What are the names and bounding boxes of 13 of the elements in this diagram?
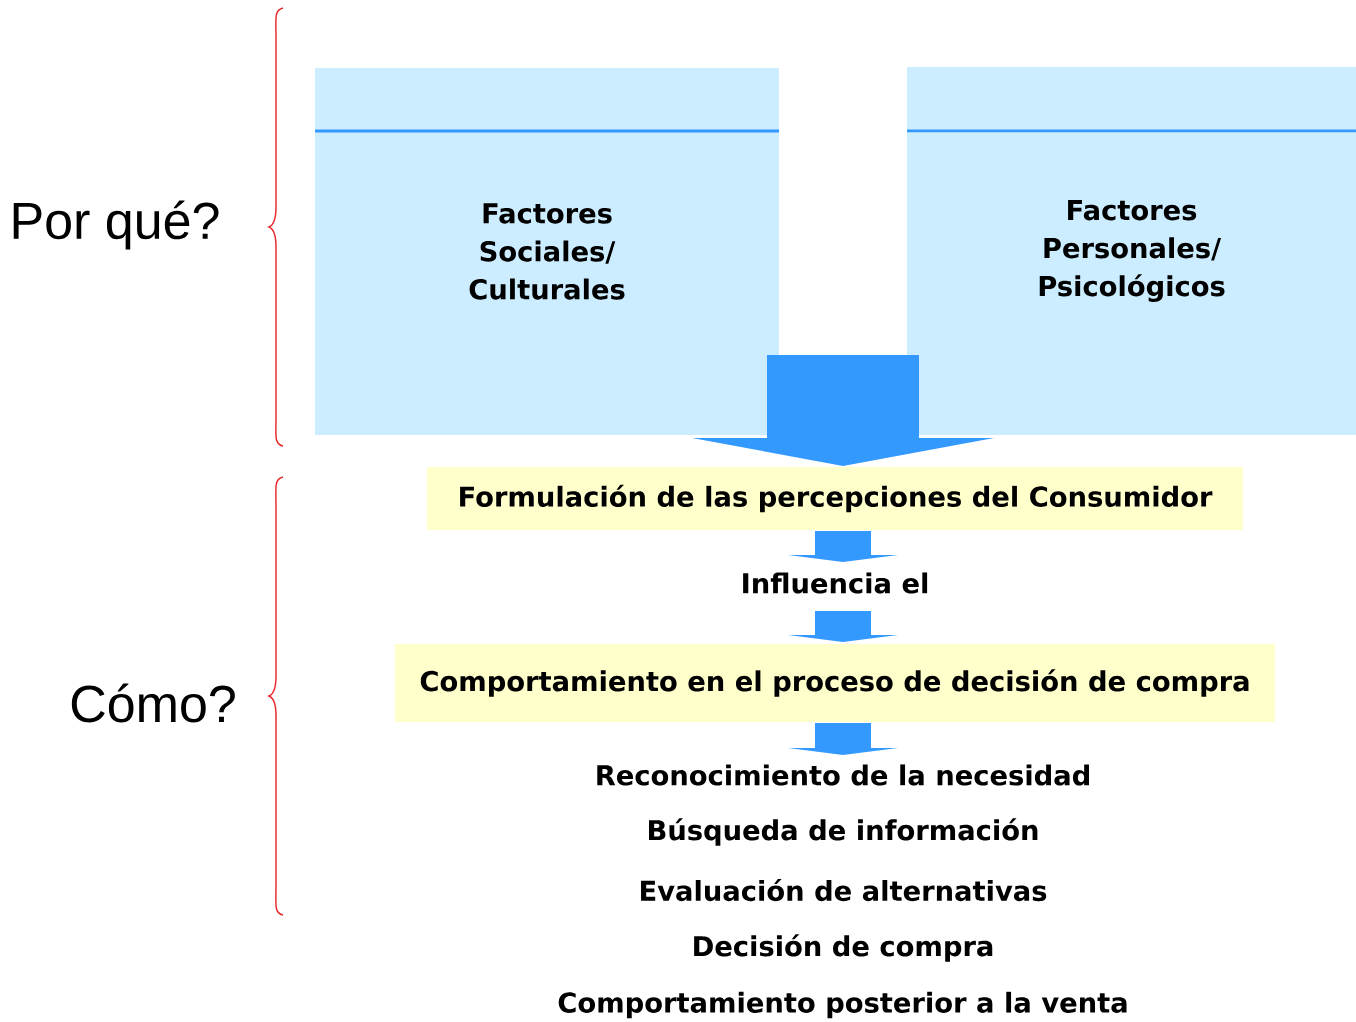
factor-panel: Factores Sociales/ Culturales <box>315 68 779 435</box>
step-text: Influencia el <box>743 572 928 594</box>
step-text: Reconocimiento de la necesidad <box>597 764 1089 786</box>
step-text: Búsqueda de información <box>649 818 1038 846</box>
step-text: Comportamiento posterior a la venta <box>558 991 1127 1019</box>
section-label: Cómo? <box>71 683 235 723</box>
step-text: Decisión de compra <box>694 934 993 962</box>
block-arrow <box>692 355 994 466</box>
step-text: Evaluación de alternativas <box>641 878 1047 902</box>
factor-panel: Factores Personales/ Psicológicos <box>907 67 1356 435</box>
process-band: Comportamiento en el proceso de decisión de compra <box>395 644 1275 722</box>
process-band: Formulación de las percepciones del Consumidor <box>427 467 1243 530</box>
section-label: Por qué? <box>13 200 219 250</box>
